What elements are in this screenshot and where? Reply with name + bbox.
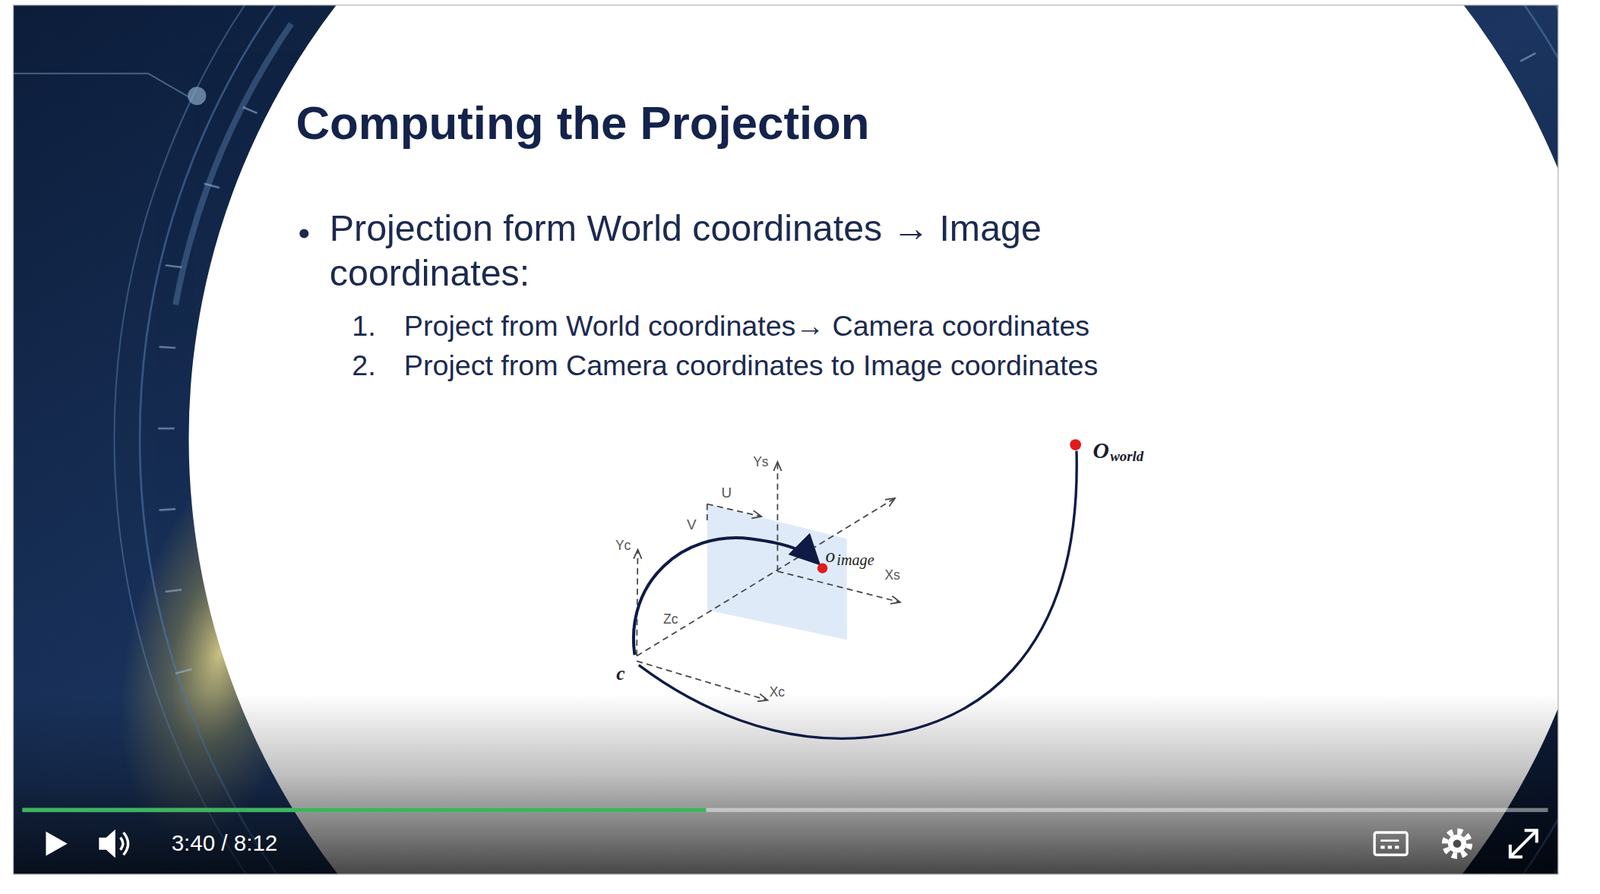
player-controls xyxy=(22,808,1549,859)
axis-label: U xyxy=(721,485,733,500)
point-label: c xyxy=(616,663,625,684)
list-item: Project from Camera coordinates to Image… xyxy=(404,351,1098,381)
point-label: o xyxy=(825,546,836,567)
axis-label: Zc xyxy=(663,612,678,626)
point-subscript: world xyxy=(1109,449,1144,465)
axis-label: Yc xyxy=(615,538,631,552)
axis-label: Xc xyxy=(769,686,785,699)
axis-label: V xyxy=(686,517,697,532)
list-number: 1. xyxy=(351,312,376,342)
point-subscript: image xyxy=(836,553,874,569)
list-number: 2. xyxy=(351,351,376,381)
bullet-text: Projection form World coordinates → Imag… xyxy=(329,205,1136,296)
projection-illustration xyxy=(633,439,1082,739)
point-label: O xyxy=(1092,439,1109,463)
slide-title: Computing the Projection xyxy=(296,98,870,146)
bullet-dot xyxy=(299,229,309,239)
axis-label: Ys xyxy=(752,455,769,468)
axis-label: Xs xyxy=(884,568,900,582)
video-time: 3:40 / 8:12 xyxy=(171,832,279,856)
list-item: Project from World coordinates→ Camera c… xyxy=(404,312,1090,342)
